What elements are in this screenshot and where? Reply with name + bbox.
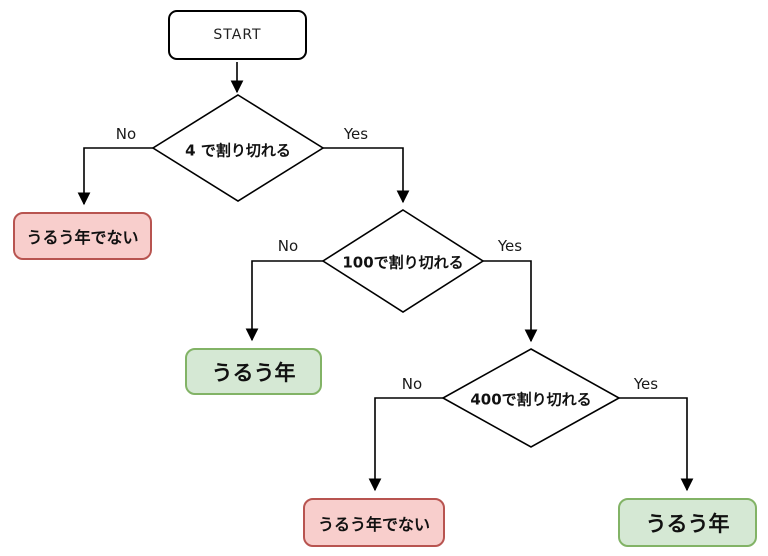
start-node-label: START — [213, 27, 262, 43]
edge-decision3-no — [368, 397, 443, 492]
edge-label-decision3-no: No — [401, 375, 423, 393]
decision3-divisible-by-400-label: 400で割り切れる — [470, 390, 592, 409]
edge-decision3-yes — [619, 397, 694, 492]
result-not-leap-year-node-1: うるう年でない — [13, 212, 152, 260]
edge-label-decision3-yes: Yes — [633, 375, 659, 393]
edge-decision1-no — [77, 147, 153, 206]
decision1-divisible-by-4-label: 4 で割り切れる — [185, 141, 291, 160]
result-not-leap-year-node-2: うるう年でない — [303, 498, 445, 547]
result-leap-year-node-2: うるう年 — [618, 498, 757, 547]
decision2-diamond-shape — [321, 209, 485, 313]
edge-decision2-no — [245, 260, 323, 342]
edge-decision1-yes — [323, 147, 410, 204]
result-leap-year-label-1: うるう年 — [211, 360, 296, 385]
result-leap-year-node-1: うるう年 — [185, 348, 322, 395]
start-node: START — [168, 10, 307, 60]
edge-label-decision1-no: No — [115, 125, 137, 143]
decision2-divisible-by-100-label: 100で割り切れる — [342, 253, 464, 272]
result-not-leap-year-label-2: うるう年でない — [317, 514, 430, 534]
result-not-leap-year-label-1: うるう年でない — [26, 228, 139, 247]
edge-label-decision1-yes: Yes — [343, 125, 369, 143]
result-leap-year-label-2: うるう年 — [645, 511, 730, 536]
decision1-diamond-shape — [151, 94, 325, 202]
edge-label-decision2-no: No — [277, 237, 299, 255]
edge-label-decision2-yes: Yes — [497, 237, 523, 255]
edge-decision2-yes — [483, 260, 538, 343]
decision3-diamond-shape — [441, 348, 621, 448]
